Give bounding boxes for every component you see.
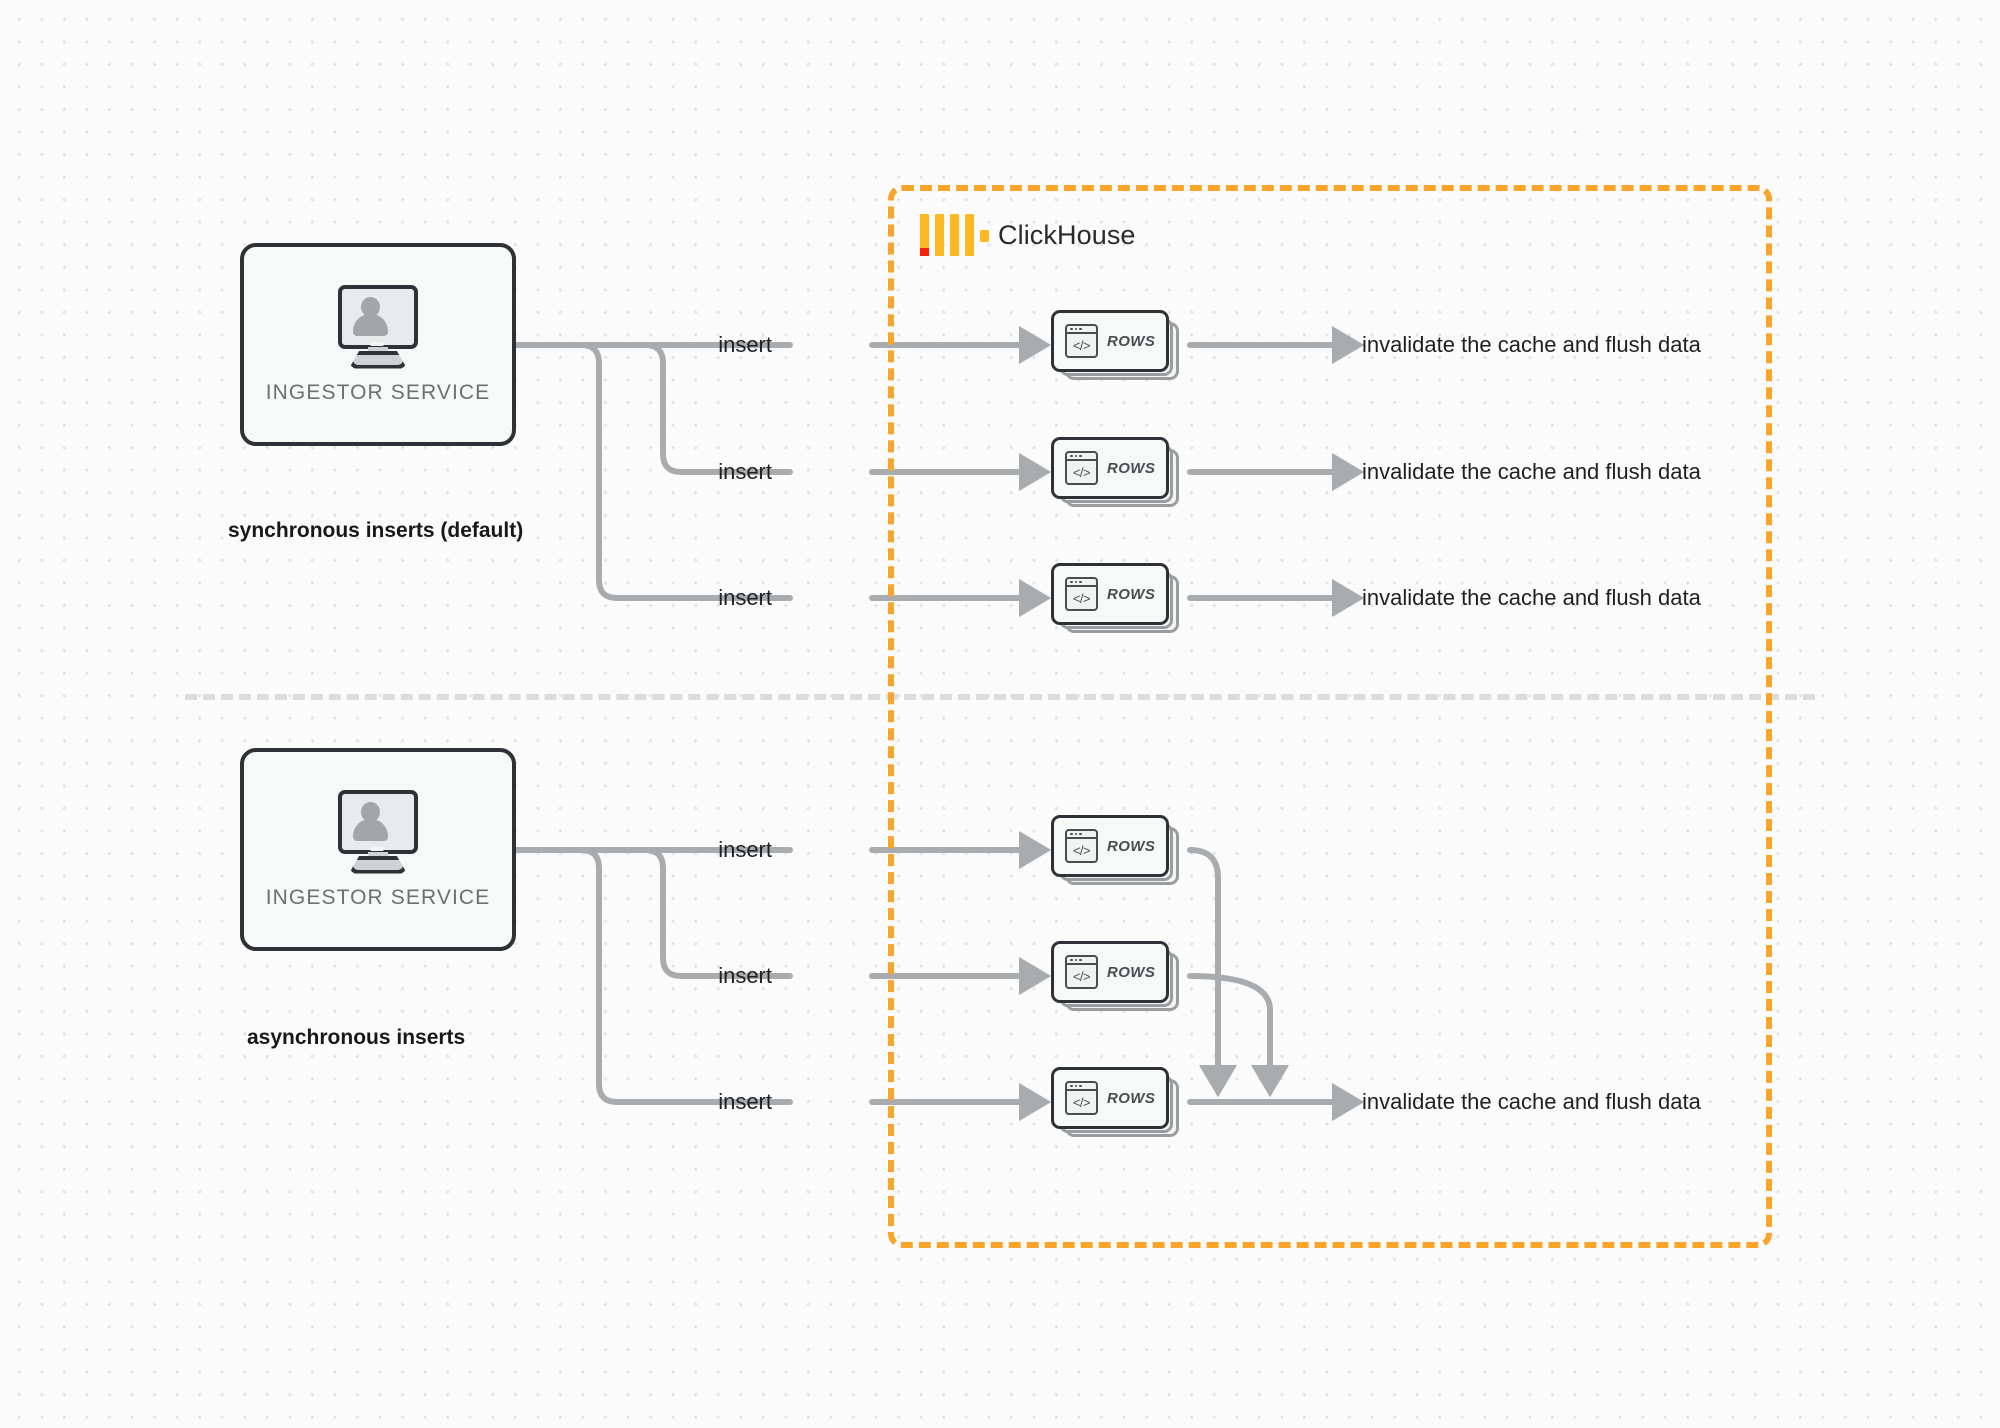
code-window-icon: </> [1065,955,1098,989]
flush-label-async: invalidate the cache and flush data [1362,1089,1701,1114]
edge-sync-branch-3 [578,342,793,601]
edge-async-branch-2 [642,847,793,979]
clickhouse-boundary [888,185,1772,1248]
code-glyph: </> [1072,1094,1091,1110]
insert-label-async-2: insert [718,963,772,988]
code-glyph: </> [1072,590,1091,606]
ingestor-service-label-async: INGESTOR SERVICE [265,885,491,909]
rows-card-sync-3[interactable]: </> ROWS [1051,563,1179,633]
insert-label-async-3: insert [718,1089,772,1114]
ingestor-service-sync[interactable]: INGESTOR SERVICE [240,243,516,446]
edge-async-merge-2 [1187,973,1290,1098]
monitor-user-icon [330,789,426,874]
rows-card-label-sync-2: ROWS [1107,459,1156,477]
rows-card-label-sync-1: ROWS [1107,332,1156,350]
flush-label-sync-1: invalidate the cache and flush data [1362,332,1701,357]
code-glyph: </> [1072,464,1091,480]
rows-card-label-sync-3: ROWS [1107,585,1156,603]
code-window-icon: </> [1065,1081,1098,1115]
insert-label-sync-3: insert [718,585,772,610]
code-glyph: </> [1072,842,1091,858]
code-glyph: </> [1072,968,1091,984]
ingestor-service-label-sync: INGESTOR SERVICE [265,380,491,404]
rows-card-async-1[interactable]: </> ROWS [1051,815,1179,885]
rows-card-sync-1[interactable]: </> ROWS [1051,310,1179,380]
rows-card-label-async-1: ROWS [1107,837,1156,855]
flush-label-sync-3: invalidate the cache and flush data [1362,585,1701,610]
rows-card-async-3[interactable]: </> ROWS [1051,1067,1179,1137]
code-window-icon: </> [1065,451,1098,485]
monitor-user-icon [330,284,426,369]
caption-synchronous-inserts: synchronous inserts (default) [228,519,524,542]
code-window-icon: </> [1065,829,1098,863]
clickhouse-label: ClickHouse [998,219,1136,250]
edge-async-merge-1 [1187,847,1238,1098]
insert-label-async-1: insert [718,837,772,862]
edge-sync-branch-2 [642,342,793,475]
code-glyph: </> [1072,337,1091,353]
code-window-icon: </> [1065,324,1098,358]
section-divider [185,694,1815,700]
caption-asynchronous-inserts: asynchronous inserts [247,1026,466,1049]
flush-label-sync-2: invalidate the cache and flush data [1362,459,1701,484]
rows-card-sync-2[interactable]: </> ROWS [1051,437,1179,507]
clickhouse-brand: ClickHouse [920,212,1136,258]
ingestor-service-async[interactable]: INGESTOR SERVICE [240,748,516,951]
rows-card-label-async-2: ROWS [1107,963,1156,981]
insert-label-sync-2: insert [718,459,772,484]
insert-label-sync-1: insert [718,332,772,357]
rows-card-async-2[interactable]: </> ROWS [1051,941,1179,1011]
code-window-icon: </> [1065,577,1098,611]
clickhouse-logo [920,214,989,256]
rows-card-label-async-3: ROWS [1107,1089,1156,1107]
edge-async-branch-3 [578,847,793,1105]
